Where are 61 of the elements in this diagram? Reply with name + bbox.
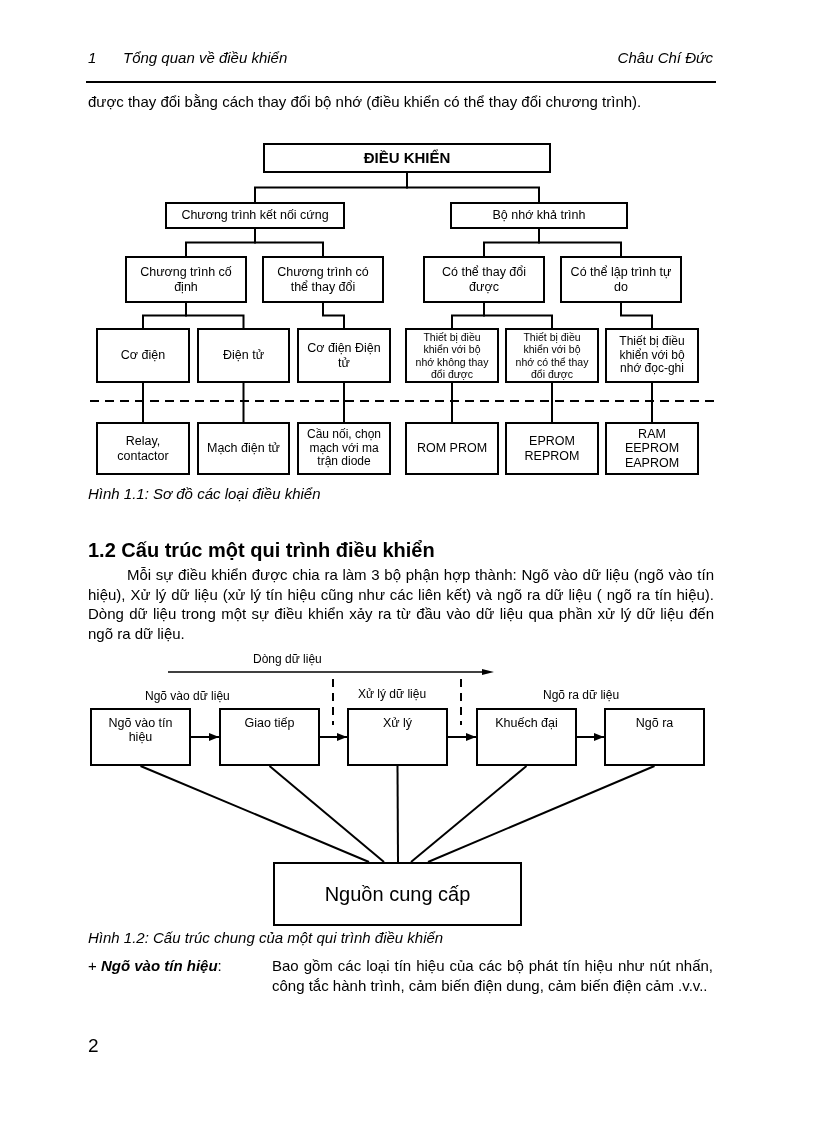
section-heading: 1.2 Cấu trúc một qui trình điều khiển — [88, 538, 435, 562]
process-box: Có thể lập trình tự do — [560, 256, 682, 303]
diagram-label: Ngõ vào dữ liệu — [145, 689, 230, 704]
process-box: Chương trình cố định — [125, 256, 247, 303]
process-box: Ngõ vào tín hiệu — [90, 708, 191, 766]
connector-line — [343, 382, 345, 423]
arrow — [576, 733, 605, 741]
arrow — [319, 733, 348, 741]
process-box: Cơ điện — [96, 328, 190, 383]
diagram-label: Ngõ ra dữ liệu — [543, 688, 620, 703]
connector-line — [483, 302, 553, 329]
connector-line — [185, 302, 245, 329]
connector-line — [268, 765, 385, 863]
process-box: EPROM REPROM — [505, 422, 599, 475]
process-box: Khuếch đại — [476, 708, 577, 766]
process-box: Xử lý — [347, 708, 448, 766]
connector-line — [620, 302, 653, 329]
connector-line — [396, 765, 399, 863]
arrow — [190, 733, 220, 741]
process-box: Có thể thay đổi được — [423, 256, 545, 303]
connector-line — [322, 302, 345, 329]
process-box: ĐIỀU KHIỂN — [263, 143, 551, 173]
connector-line — [538, 228, 622, 257]
header-text: Châu Chí Đức — [616, 48, 713, 68]
process-box: Điện tử — [197, 328, 290, 383]
page-number: 2 — [88, 1036, 99, 1056]
connector-line — [406, 172, 540, 203]
arrow — [447, 733, 477, 741]
power-supply-box: Nguồn cung cấp — [273, 862, 522, 926]
connector-line — [451, 382, 453, 423]
diagram-label: Dòng dữ liệu — [253, 652, 322, 667]
header-text: Tổng quan về điều khiển — [123, 48, 288, 68]
figure-caption: Hình 1.1: Sơ đồ các loại điều khiển — [88, 484, 321, 504]
process-box: Thiết bị điều khiển với bộ nhớ đọc-ghi — [605, 328, 699, 383]
process-box: Thiết bị điều khiển với bộ nhớ có thể thay đổi được — [505, 328, 599, 383]
paragraph: Mỗi sự điều khiển được chia ra làm 3 bộ phận hợp thành: Ngõ vào dữ liệu (ngõ vào tín hiệu), Xử lý dữ liệu (xử lý tín hiệu cũng như các liên kết) và ngõ ra dữ liệu ( ngõ ra tín hiệu). Dòng dữ liệu trong một sự điều khiển xảy ra từ đầu vào dữ liệu qua phần xử lý dữ liệu đến ngõ ra dữ liệu. — [88, 565, 714, 643]
process-box: Ngõ ra — [604, 708, 705, 766]
process-box: Mạch điện tử — [197, 422, 290, 475]
connector-line — [242, 382, 245, 423]
connector-line — [551, 382, 553, 423]
process-box: Chương trình kết nối cứng — [165, 202, 345, 229]
process-box: Relay, contactor — [96, 422, 190, 475]
term: + Ngõ vào tín hiệu: — [88, 956, 222, 976]
process-box: RAM EEPROM EAPROM — [605, 422, 699, 475]
paragraph: được thay đổi bằng cách thay đổi bộ nhớ (điều khiển có thể thay đổi chương trình). — [88, 92, 643, 112]
process-box: Cơ điện Điện tử — [297, 328, 391, 383]
process-box: Bộ nhớ khả trình — [450, 202, 628, 229]
connector-line — [651, 382, 653, 423]
connector-line — [410, 765, 528, 863]
connector-line — [139, 765, 370, 863]
paragraph: Bao gồm các loại tín hiệu của các bộ phát tín hiệu như nút nhấn, công tắc hành trình, cảm biến điện dung, cảm biến điện cảm .v.v.. — [272, 956, 713, 995]
process-box: Giao tiếp — [219, 708, 320, 766]
figure-caption: Hình 1.2: Cấu trúc chung của một qui trình điều khiển — [88, 928, 444, 948]
process-box: Thiết bị điều khiển với bộ nhớ không thay đổi được — [405, 328, 499, 383]
page-number: 1 — [88, 48, 97, 68]
connector-line — [427, 765, 656, 863]
process-box: Chương trình có thể thay đổi — [262, 256, 384, 303]
process-box: ROM PROM — [405, 422, 499, 475]
process-box: Cầu nối, chọn mạch với ma trận diode — [297, 422, 391, 475]
connector-line — [142, 382, 144, 423]
connector-line — [254, 228, 324, 257]
